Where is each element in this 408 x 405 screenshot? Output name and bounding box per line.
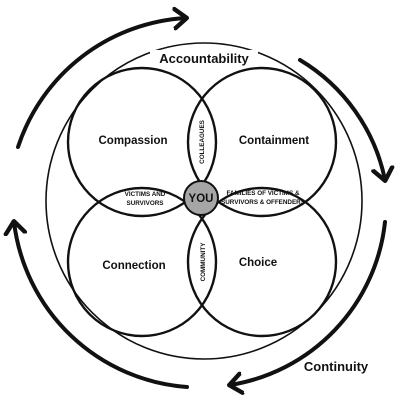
colleagues-label: COLLEAGUES [199, 120, 206, 164]
outer-circle [45, 42, 363, 360]
choice-label: Choice [239, 257, 277, 269]
circle-connection [66, 186, 218, 338]
center-circle [183, 180, 219, 216]
compassion-label: Compassion [98, 135, 167, 147]
victims-label-line1: VICTIMS AND [125, 191, 166, 198]
arrow-arc-right [298, 58, 385, 180]
circle-compassion [66, 66, 218, 218]
arrow-arc-top [16, 18, 186, 149]
circle-choice [186, 186, 338, 338]
circle-containment [186, 66, 338, 218]
families-label-line2: SURVIVORS & OFFENDERS [221, 199, 305, 206]
accountability-label: Accountability [159, 51, 249, 66]
continuity-label: Continuity [304, 359, 369, 374]
accountability-label-bg [150, 50, 258, 67]
arrow-arc-left [14, 222, 189, 389]
connection-label: Connection [102, 260, 165, 272]
arrow-arc-bottom-right [230, 220, 387, 385]
community-label: COMMUNITY [200, 242, 207, 282]
containment-label: Containment [239, 135, 309, 147]
you-label: YOU [189, 193, 214, 205]
victims-label-line2: SURVIVORS [127, 200, 164, 207]
families-label-line1: FAMILIES OF VICTIMS & [226, 190, 300, 197]
